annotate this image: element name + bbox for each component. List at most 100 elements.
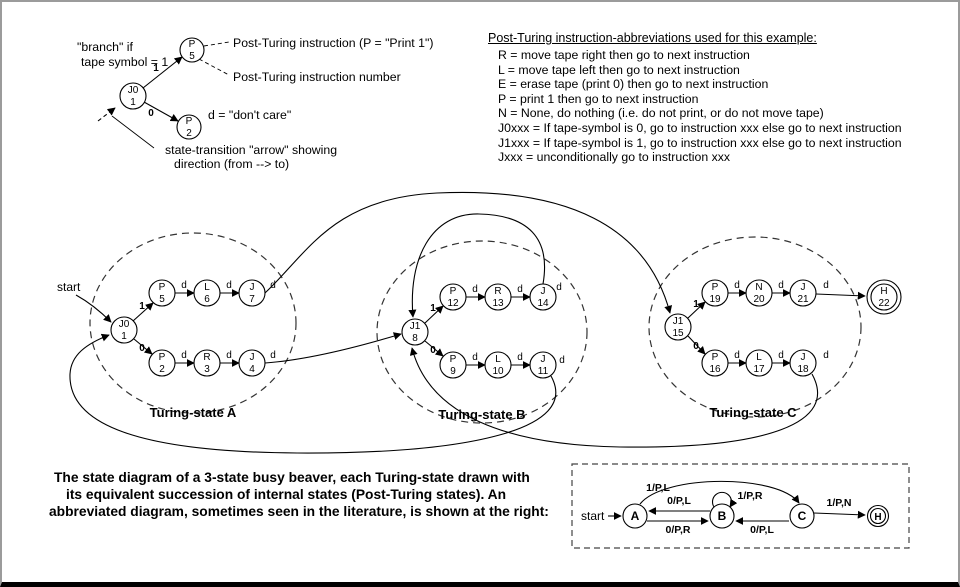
legend-leader-arrow-note [111,115,155,149]
edge [132,302,154,322]
node-c-n20: N 20 [745,279,773,307]
abbreviation-line: L = move tape left then go to next instr… [498,62,740,77]
d-label: d [778,350,784,361]
node-a-p5: P 5 [148,279,176,307]
legend-node-j0-num: 1 [130,97,136,108]
node-num: 10 [492,366,504,377]
abbreviation-line: E = erase tape (print 0) then go to next… [498,77,769,92]
main-diagram: start J0 1 P 5 L 6 [57,191,902,454]
d-label: d [823,280,829,291]
node-num: 17 [753,364,765,375]
branch-0-label: 0 [139,343,145,354]
node-label: L [495,354,501,365]
start-arrow [75,294,112,323]
node-num: 8 [412,333,418,344]
d-label: d [734,280,740,291]
edge-label-c-to-h: 1/P,N [827,497,852,509]
branch-1-label: 1 [693,299,699,310]
node-circle [148,279,176,307]
node-label: L [204,282,210,293]
d-label: d [270,350,276,361]
legend-node-p2-label: P [186,116,193,127]
node-num: 3 [204,364,210,375]
legend-node-j0-circle [119,82,147,110]
legend-branch-note-line1: "branch" if [77,40,133,54]
turing-state-c: J1 15 P 19 N 20 J 21 P 16 [664,279,866,420]
node-b-j1: J1 8 [401,318,429,346]
branch-1-label: 1 [139,301,145,312]
node-num: 22 [878,298,890,309]
node-circle [745,349,773,377]
node-circle [622,503,648,529]
halt-inner-circle [870,283,898,311]
abbreviation-key: Post-Turing instruction-abbreviations us… [488,31,954,165]
abbreviation-line: R = move tape right then go to next inst… [498,48,750,62]
abbrev-node-h: H [866,504,890,528]
halt-inner-circle [869,507,887,525]
node-num: 6 [204,294,210,305]
legend-branch-1-label: 1 [153,63,159,74]
legend-edge-branch-0 [143,101,179,122]
node-label: J0 [119,319,130,330]
node-circle [701,279,729,307]
edge-c-to-b [409,347,819,448]
node-circle [529,283,557,311]
legend-leader-instruction [203,41,230,47]
node-c-p19: P 19 [701,279,729,307]
legend-node-p2-circle [176,114,202,140]
node-c-l17: L 17 [745,349,773,377]
node-num: 7 [249,294,255,305]
node-label: J [801,282,806,293]
abbrev-edge-c-to-h [813,510,866,519]
abbreviation-line: P = print 1 then go to next instruction [498,91,699,106]
d-label: d [472,284,478,295]
node-circle [664,313,692,341]
node-label: J [250,352,255,363]
node-b-p9: P 9 [439,351,467,379]
node-label: C [798,509,807,523]
abbrev-node-b: B [709,503,735,529]
node-circle [193,279,221,307]
node-circle [484,351,512,379]
node-circle [148,349,176,377]
node-label: J [541,354,546,365]
d-label: d [181,280,187,291]
node-label: J [250,282,255,293]
node-b-l10: L 10 [484,351,512,379]
legend-edge-branch-1 [142,56,183,89]
node-circle [789,503,815,529]
caption-line1: The state diagram of a 3-state busy beav… [54,470,530,485]
node-label: P [159,352,166,363]
node-num: 2 [159,364,165,375]
node-circle [110,316,138,344]
node-label: J1 [673,316,684,327]
legend-dont-care-note: d = "don't care" [208,108,292,122]
legend-node-p5-label: P [189,39,196,50]
node-circle [701,349,729,377]
node-a-r3: R 3 [193,349,221,377]
legend-transition-arrow [97,107,116,122]
state-c-ellipse [648,236,862,418]
edge-a-to-c [264,191,673,314]
abbreviated-diagram-box [571,463,910,549]
edge [133,338,153,355]
legend-number-note: Post-Turing instruction number [233,70,401,84]
d-label: d [270,280,276,291]
node-circle [439,351,467,379]
node-label: H [880,286,887,297]
node-circle [484,283,512,311]
node-label: J [541,286,546,297]
legend-branch-note-line2: tape symbol = 1 [81,55,169,69]
d-label: d [181,350,187,361]
edge-label-a-to-c: 1/P,L [646,482,670,494]
legend-node-p2: P 2 [176,114,202,140]
legend-node-p5-circle [179,37,205,63]
node-label: P [450,354,457,365]
d-label: d [517,352,523,363]
abbreviation-key-title: Post-Turing instruction-abbreviations us… [488,31,817,45]
node-num: 1 [121,331,127,342]
edge-b-self-loop [408,213,545,318]
edge-b-to-a [69,333,557,454]
node-a-j0: J0 1 [110,316,138,344]
node-label: R [203,352,210,363]
